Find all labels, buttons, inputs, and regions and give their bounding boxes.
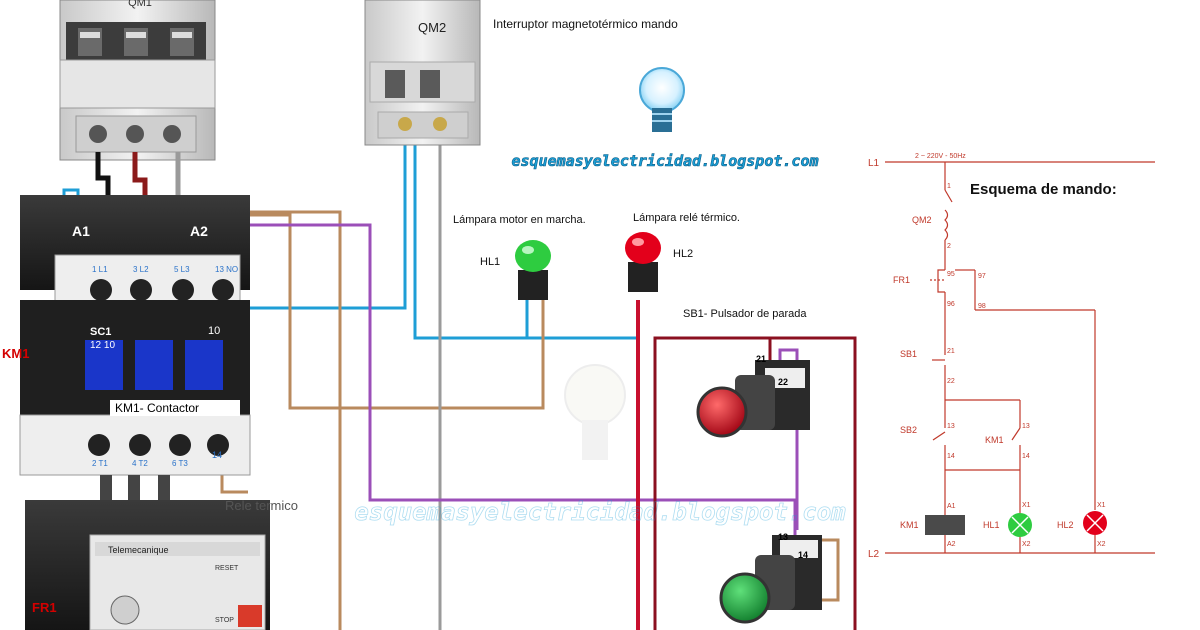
sc1-code: 12 10 — [90, 340, 115, 351]
km1-coil-label: KM1 — [900, 520, 919, 530]
svg-text:13: 13 — [947, 423, 955, 430]
hl2-sym-label: HL2 — [1057, 520, 1074, 530]
faded-lightbulb-icon — [564, 364, 626, 460]
svg-text:14: 14 — [947, 453, 955, 460]
qm2-sym-label: QM2 — [912, 215, 932, 225]
svg-text:6 T3: 6 T3 — [172, 459, 188, 468]
fr1-label: FR1 — [32, 600, 57, 615]
svg-text:14: 14 — [1022, 453, 1030, 460]
qm2-caption: Interruptor magnetotérmico mando — [493, 17, 678, 31]
aux-10-label: 10 — [208, 325, 220, 337]
hl2-label: HL2 — [673, 248, 693, 260]
sb1-term-22: 22 — [778, 377, 788, 387]
hl2-symbol — [1083, 511, 1107, 535]
qm2-label: QM2 — [418, 20, 446, 35]
hl2-red-lamp — [625, 232, 661, 292]
km1-label: KM1 — [2, 346, 29, 361]
svg-text:5 L3: 5 L3 — [174, 265, 190, 274]
fr1-sym-label: FR1 — [893, 275, 910, 285]
sc1-label: SC1 — [90, 326, 111, 338]
schematic-title: Esquema de mando: — [970, 181, 1117, 198]
qm1-label: QM1 — [128, 0, 152, 9]
svg-text:3 L2: 3 L2 — [133, 265, 149, 274]
hl1-symbol — [1008, 513, 1032, 537]
sb1-sym-label: SB1 — [900, 349, 917, 359]
purple-wire-13 — [228, 223, 797, 540]
blog-banner: esquemasyelectricidad.blogspot.com — [511, 152, 818, 170]
telemecanique-logo: Telemecanique — [108, 545, 169, 555]
svg-text:96: 96 — [947, 301, 955, 308]
svg-text:2: 2 — [947, 243, 951, 250]
sb1-caption: SB1- Pulsador de parada — [683, 308, 807, 320]
svg-text:22: 22 — [947, 378, 955, 385]
blue-wire-hl1 — [413, 142, 529, 340]
svg-text:1: 1 — [947, 183, 951, 190]
svg-text:A1: A1 — [947, 503, 956, 510]
svg-text:1 L1: 1 L1 — [92, 265, 108, 274]
km1-coil-symbol — [925, 515, 965, 535]
control-schematic — [885, 161, 1155, 554]
l2-label: L2 — [868, 549, 880, 560]
hl1-green-lamp — [515, 240, 551, 300]
sb2-term-13: 13 — [778, 532, 788, 542]
svg-text:13: 13 — [1022, 423, 1030, 430]
lamp-relay-caption: Lámpara relé térmico. — [633, 212, 740, 224]
sb1-stop-button: 21 22 — [696, 354, 810, 438]
svg-text:X1: X1 — [1097, 502, 1106, 509]
sb1-term-21: 21 — [756, 354, 766, 364]
svg-text:13 NO: 13 NO — [215, 265, 238, 274]
qm2-breaker: QM2 — [364, 0, 481, 146]
schematic-labels: Esquema de mando: L1 L2 2 ~ 220V - 50Hz … — [868, 153, 1117, 560]
svg-text:97: 97 — [978, 273, 986, 280]
blog-watermark: esquemasyelectricidad.blogspot.com — [354, 498, 846, 526]
svg-text:4 T2: 4 T2 — [132, 459, 148, 468]
sb2-start-button: 13 14 — [719, 532, 822, 624]
sb2-sym-label: SB2 — [900, 425, 917, 435]
qm1-breaker: QM1 — [59, 0, 216, 161]
svg-text:2 T1: 2 T1 — [92, 459, 108, 468]
svg-text:X1: X1 — [1022, 502, 1031, 509]
lamp-motor-caption: Lámpara motor en marcha. — [453, 214, 586, 226]
term-14-label: 14 — [212, 450, 222, 460]
svg-text:A2: A2 — [947, 541, 956, 548]
brown-wire-loop — [222, 213, 545, 410]
hl1-label: HL1 — [480, 256, 500, 268]
lightbulb-icon — [639, 67, 685, 132]
l1-label: L1 — [868, 158, 880, 169]
hl1-sym-label: HL1 — [983, 520, 1000, 530]
svg-text:21: 21 — [947, 348, 955, 355]
svg-text:X2: X2 — [1022, 541, 1031, 548]
km1-contactor: 1 L1 3 L2 5 L3 13 NO A1 A2 SC1 12 10 10 … — [19, 195, 251, 476]
rele-termico-label: Rele termico — [225, 498, 298, 513]
fr1-thermal-relay: Telemecanique RESET STOP — [25, 475, 270, 630]
supply-label: 2 ~ 220V - 50Hz — [915, 153, 966, 160]
svg-text:95: 95 — [947, 271, 955, 278]
a1-label: A1 — [72, 223, 90, 239]
km1-contact-label: KM1 — [985, 435, 1004, 445]
stop-label: STOP — [215, 617, 234, 624]
a2-label: A2 — [190, 223, 208, 239]
darkred-wire-sb1 — [653, 336, 857, 630]
svg-text:X2: X2 — [1097, 541, 1106, 548]
reset-label: RESET — [215, 565, 239, 572]
km1-caption: KM1- Contactor — [115, 401, 199, 415]
sb2-term-14: 14 — [798, 550, 808, 560]
svg-text:98: 98 — [978, 303, 986, 310]
